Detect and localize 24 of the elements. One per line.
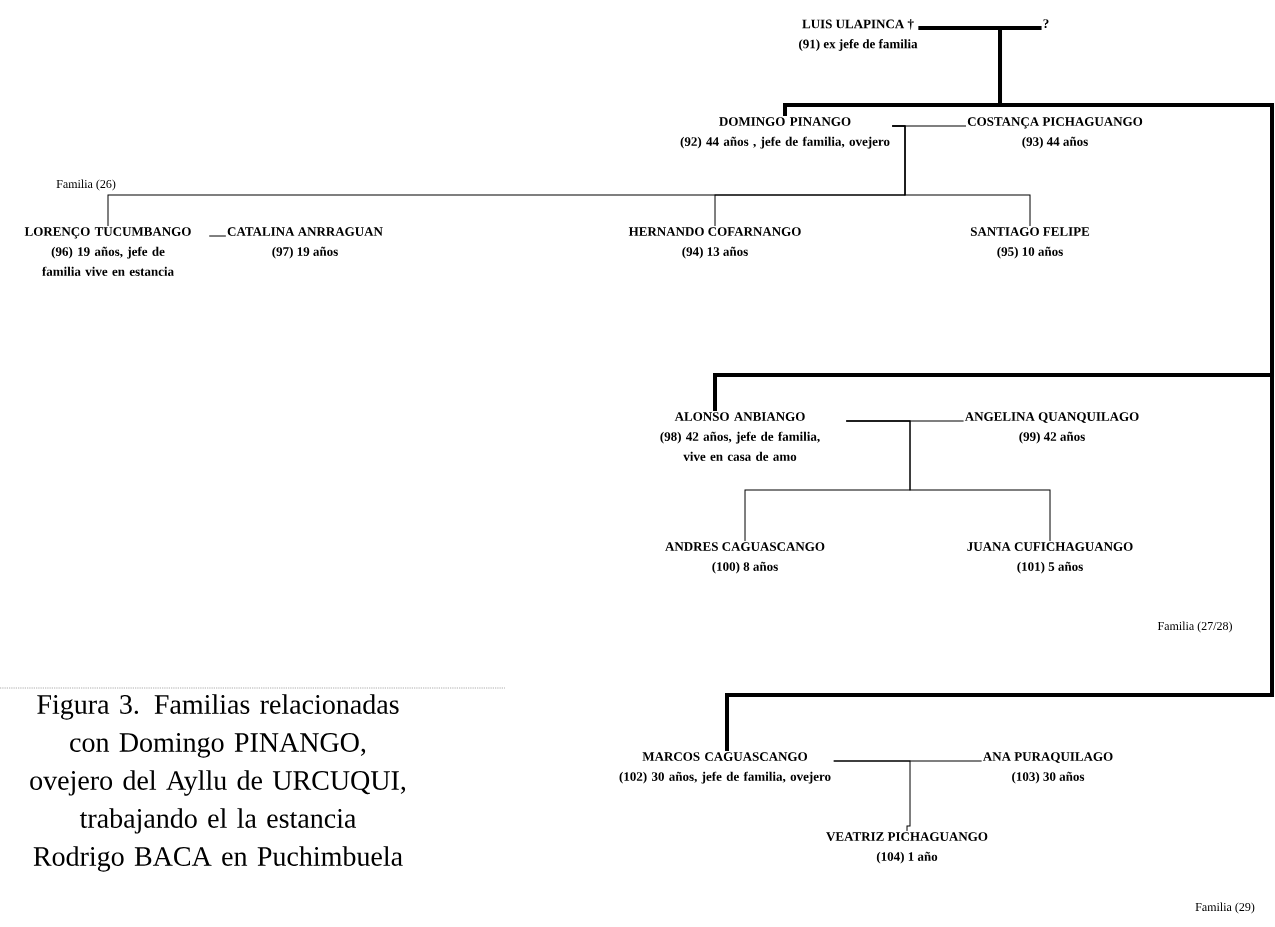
person-entry: ALONSO ANBIANGO (98) 42 años, jefe de familia, vive en casa de amo [660, 412, 820, 461]
person-entry: MARCOS CAGUASCANGO (102) 30 años, jefe de familia, ovejero [619, 752, 831, 784]
family-label: Familia (27/28) [1157, 621, 1232, 633]
person-entry: DOMINGO PINANGO (92) 44 años , jefe de familia, ovejero [680, 117, 890, 149]
person-entry: LUIS ULAPINCA † (91) ex jefe de familia [799, 19, 918, 51]
connector-line [208, 235, 227, 237]
family-label: Familia (29) [1195, 902, 1255, 914]
connector-line [891, 125, 1031, 227]
connector-line [725, 26, 1274, 751]
connector-line [833, 760, 911, 832]
person-entry: VEATRIZ PICHAGUANGO (104) 1 año [826, 832, 988, 864]
person-entry: ANDRES CAGUASCANGO (100) 8 años [665, 542, 825, 574]
person-entry: CATALINA ANRRAGUAN (97) 19 años [227, 227, 383, 259]
person-entry: LORENÇO TUCUMBANGO (96) 19 años, jefe de familia vive en estancia [24, 227, 191, 276]
person-entry: JUANA CUFICHAGUANGO (101) 5 años [967, 542, 1133, 574]
person-entry: COSTANÇA PICHAGUANGO (93) 44 años [967, 117, 1143, 149]
person-entry: ANA PURAQUILAGO (103) 30 años [982, 752, 1113, 784]
person-entry: HERNANDO COFARNANGO (94) 13 años [628, 227, 801, 259]
person-entry: ANGELINA QUANQUILAGO (99) 42 años [964, 412, 1139, 444]
person-entry: SANTIAGO FELIPE (95) 10 años [970, 227, 1090, 259]
family-label: Familia (26) [56, 179, 116, 191]
figure-caption: Figura 3. Familias relacionadas con Domingo PINANGO, ovejero del Ayllu de URCUQUI, trabajando el la estancia Rodrigo BACA en Puchimbuela [30, 694, 406, 872]
question-mark: ? [1043, 19, 1049, 28]
connector-line [845, 420, 1051, 542]
